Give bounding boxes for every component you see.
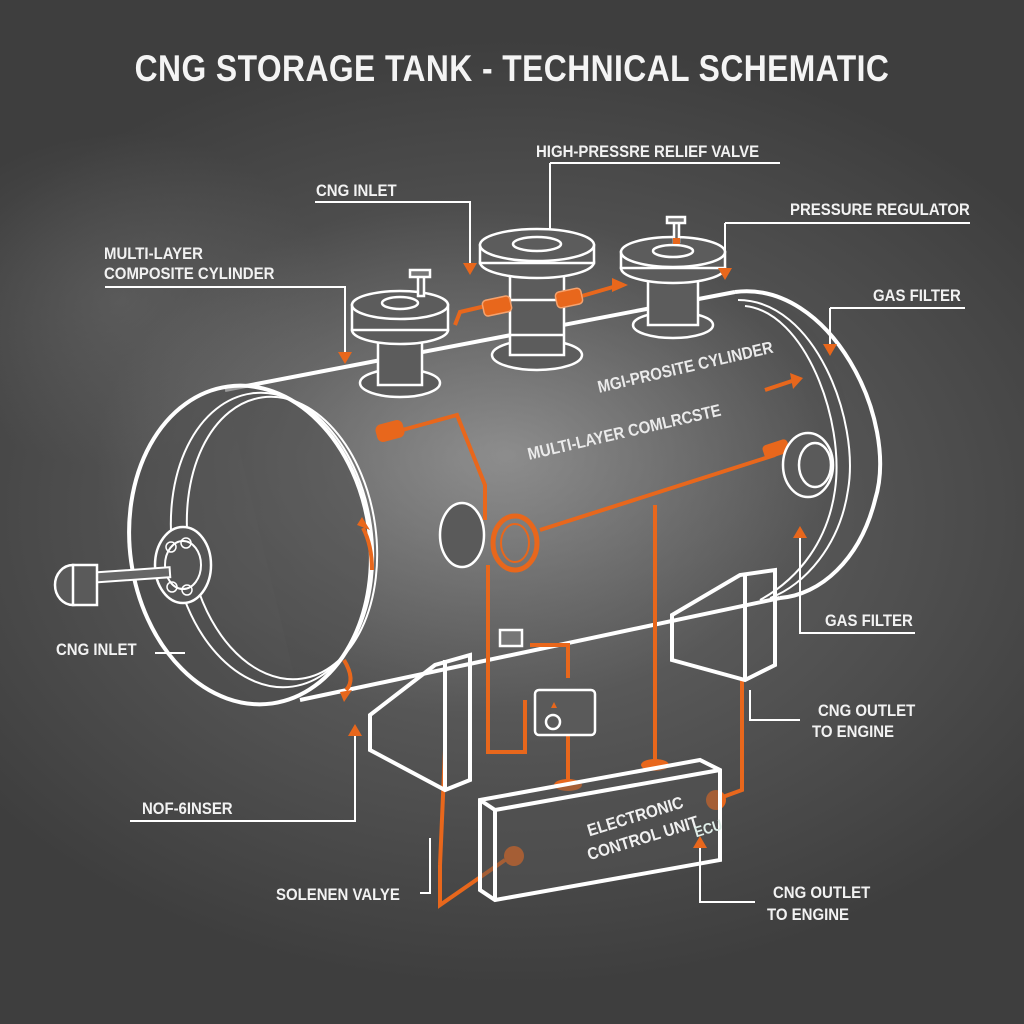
orange-piping [394, 412, 776, 909]
pressure-gauge-icon [438, 501, 540, 573]
callout-cng-outlet-bottom-line1: CNG OUTLET [773, 883, 871, 902]
regulator-icon [619, 215, 727, 340]
callout-cng-outlet-bottom-line2: TO ENGINE [767, 905, 850, 924]
ecu-box [478, 757, 722, 903]
page-title: CNG STORAGE TANK - TECHNICAL SCHEMATIC [134, 48, 890, 89]
solenoid-valve-icon [498, 628, 597, 737]
callout-solenoid-valve: SOLENEN VALYE [276, 885, 400, 904]
pointer-arrow-icon [338, 263, 837, 848]
callout-gas-filter-top: GAS FILTER [873, 286, 961, 305]
callout-cng-outlet-right-line1: CNG OUTLET [818, 701, 916, 720]
callout-multi-layer-line2: COMPOSITE CYLINDER [104, 264, 275, 283]
relief-valve-icon [478, 227, 596, 372]
callout-pressure-regulator: PRESSURE REGULATOR [790, 200, 970, 219]
callout-gas-filter-right: GAS FILTER [825, 611, 913, 630]
inlet-nozzle-icon [53, 525, 213, 607]
flow-arrow-icon [342, 527, 374, 692]
leader-lines [105, 162, 970, 903]
callout-nof-sensor: NOF-6INSER [142, 799, 233, 818]
valve-flange-icon [350, 268, 450, 399]
callout-high-pressure-relief-valve: HIGH-PRESSRE RELIEF VALVE [536, 142, 760, 161]
callout-multi-layer-line1: MULTI-LAYER [104, 244, 203, 263]
callout-cng-outlet-right-line2: TO ENGINE [812, 722, 895, 741]
saddle-supports [368, 567, 777, 793]
callout-cng-inlet-left: CNG INLET [56, 640, 137, 659]
callout-cng-inlet-top: CNG INLET [316, 181, 397, 200]
end-fitting-icon [781, 431, 835, 499]
